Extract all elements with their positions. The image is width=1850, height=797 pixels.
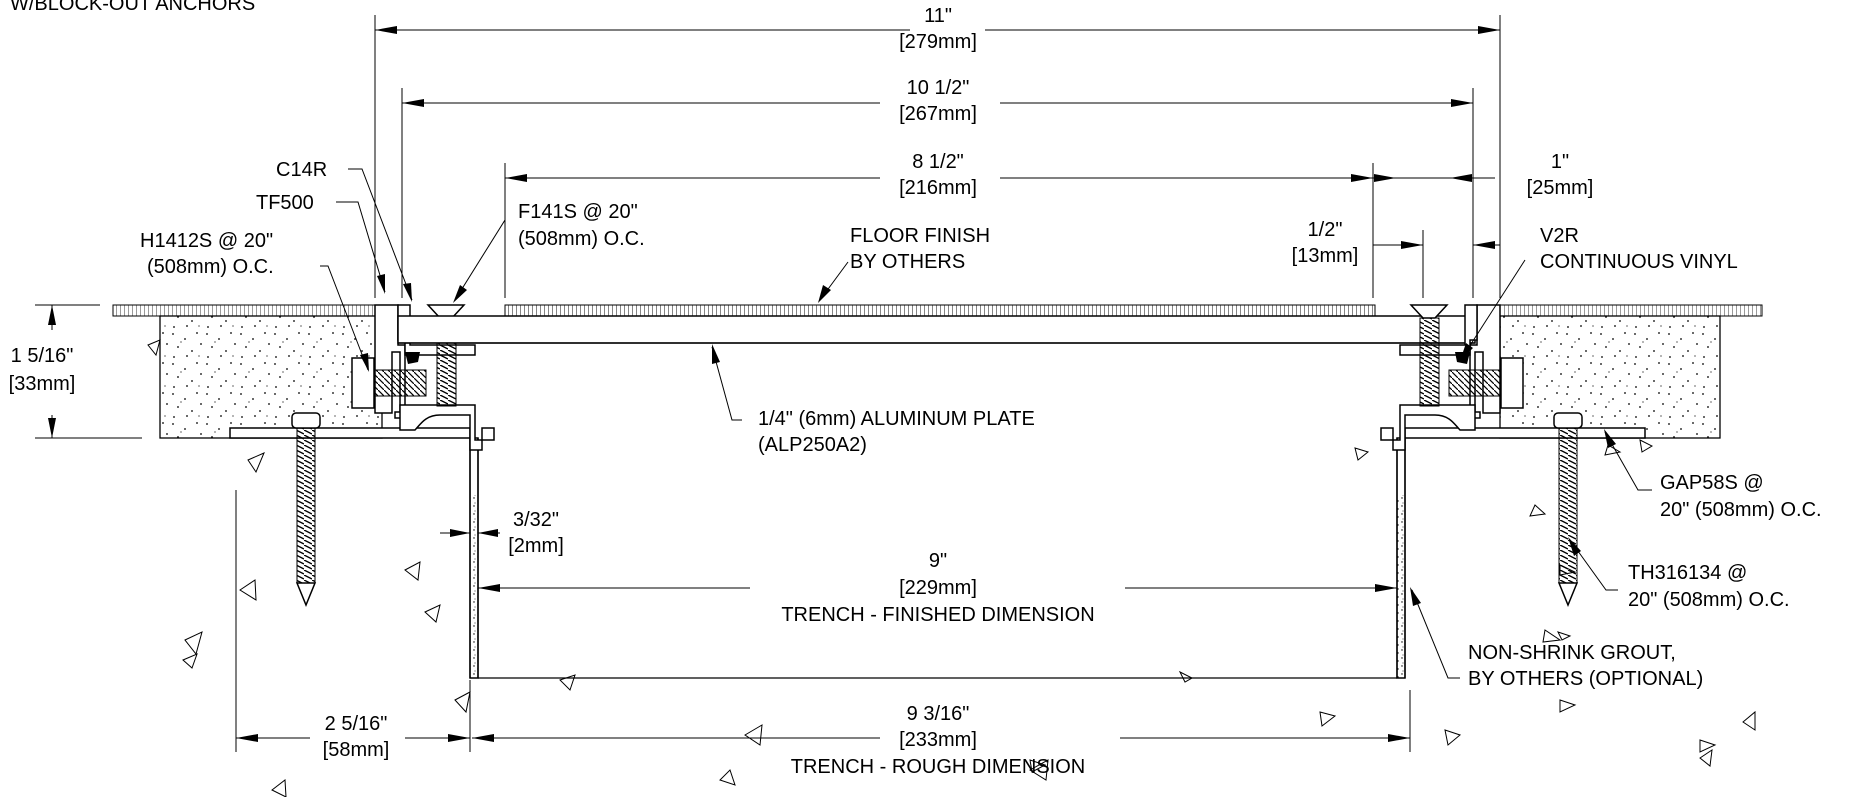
dim-anchor-in: 2 5/16" <box>325 713 388 735</box>
floor-finish-left <box>112 304 399 317</box>
dim-finished-label: TRENCH - FINISHED DIMENSION <box>781 604 1094 626</box>
dim-frame-in: 10 1/2" <box>907 77 970 99</box>
callout-v2r-line1: V2R <box>1540 225 1579 247</box>
dim-gap-mm: [13mm] <box>1292 245 1359 267</box>
dim-rough-in: 9 3/16" <box>907 703 970 725</box>
dim-anchor-mm: [58mm] <box>323 739 390 761</box>
dim-edge-right-in: 1" <box>1551 151 1569 173</box>
th316134-anchor-right <box>1553 412 1583 607</box>
dim-overall-mm: [279mm] <box>899 31 977 53</box>
callout-th316134-line2: 20" (508mm) O.C. <box>1628 589 1790 611</box>
frame-left-support <box>399 404 483 451</box>
callout-floor-finish-line1: FLOOR FINISH <box>850 225 990 247</box>
h1412s-bolt-head-left <box>351 357 375 409</box>
dim-finished-mm: [229mm] <box>899 577 977 599</box>
dimension-overall <box>374 15 1501 298</box>
frame-right-support <box>1392 404 1476 451</box>
callout-gap58s-line1: GAP58S @ <box>1660 472 1764 494</box>
concrete-aggregate <box>147 339 1756 797</box>
callout-v2r-line2: CONTINUOUS VINYL <box>1540 251 1738 273</box>
grout-liner-left <box>470 495 478 678</box>
callout-grout-line1: NON-SHRINK GROUT, <box>1468 642 1676 664</box>
callout-f141s-line1: F141S @ 20" <box>518 201 638 223</box>
callout-gap58s-line2: 20" (508mm) O.C. <box>1660 499 1822 521</box>
dim-wall-mm: [2mm] <box>508 535 564 557</box>
dim-plate-mm: [216mm] <box>899 177 977 199</box>
dimension-gap <box>1373 230 1500 298</box>
dim-rough-label: TRENCH - ROUGH DIMENSION <box>791 756 1085 778</box>
floor-finish-right <box>1499 304 1763 317</box>
dim-depth-mm: [33mm] <box>9 373 76 395</box>
header-note: W/BLOCK-OUT ANCHORS <box>10 0 255 15</box>
f141s-screw-shaft-right <box>1419 317 1440 407</box>
dimension-rough <box>472 690 1411 752</box>
dim-rough-mm: [233mm] <box>899 729 977 751</box>
dimension-finished <box>478 584 1397 592</box>
callout-leaders <box>320 168 1652 679</box>
callout-h1412s-line2: (508mm) O.C. <box>147 256 274 278</box>
frame-left-flange <box>229 427 479 679</box>
dimension-plate <box>504 163 1374 298</box>
h1412s-bolt-shaft-right <box>1448 369 1502 397</box>
dimension-wall <box>440 529 500 537</box>
th316134-anchor-left <box>291 412 321 607</box>
callout-th316134-line1: TH316134 @ <box>1628 562 1747 584</box>
dimension-edge-right <box>1373 174 1495 182</box>
callout-grout-line2: BY OTHERS (OPTIONAL) <box>1468 668 1703 690</box>
callout-f141s-line2: (508mm) O.C. <box>518 228 645 250</box>
dim-gap-in: 1/2" <box>1308 219 1343 241</box>
dim-finished-in: 9" <box>929 550 947 572</box>
frame-right-flange <box>1396 427 1646 679</box>
dimension-depth <box>35 304 142 439</box>
blockout-grout-left <box>159 315 383 439</box>
callout-tf500: TF500 <box>256 192 314 214</box>
callout-c14r: C14R <box>276 159 327 181</box>
callout-floor-finish-line2: BY OTHERS <box>850 251 965 273</box>
h1412s-bolt-shaft-left <box>373 369 427 397</box>
dim-wall-in: 3/32" <box>513 509 559 531</box>
dim-plate-in: 8 1/2" <box>912 151 964 173</box>
frame-left-tab <box>481 427 495 441</box>
h1412s-bolt-head-right <box>1500 357 1524 409</box>
callout-plate-line2: (ALP250A2) <box>758 434 867 456</box>
dim-overall-in: 11" <box>924 5 952 27</box>
callout-plate-line1: 1/4" (6mm) ALUMINUM PLATE <box>758 408 1035 430</box>
callout-h1412s-line1: H1412S @ 20" <box>140 230 273 252</box>
grout-liner-right <box>1397 495 1405 678</box>
dim-depth-in: 1 5/16" <box>11 345 74 367</box>
frame-right-tab <box>1380 427 1394 441</box>
blockout-grout-right <box>1499 315 1721 439</box>
dim-edge-right-mm: [25mm] <box>1527 177 1594 199</box>
vinyl-insert-left <box>405 352 420 364</box>
aluminum-plate <box>397 315 1476 344</box>
dimension-anchor <box>235 490 471 752</box>
dim-frame-mm: [267mm] <box>899 103 977 125</box>
dimension-frame <box>401 88 1474 298</box>
